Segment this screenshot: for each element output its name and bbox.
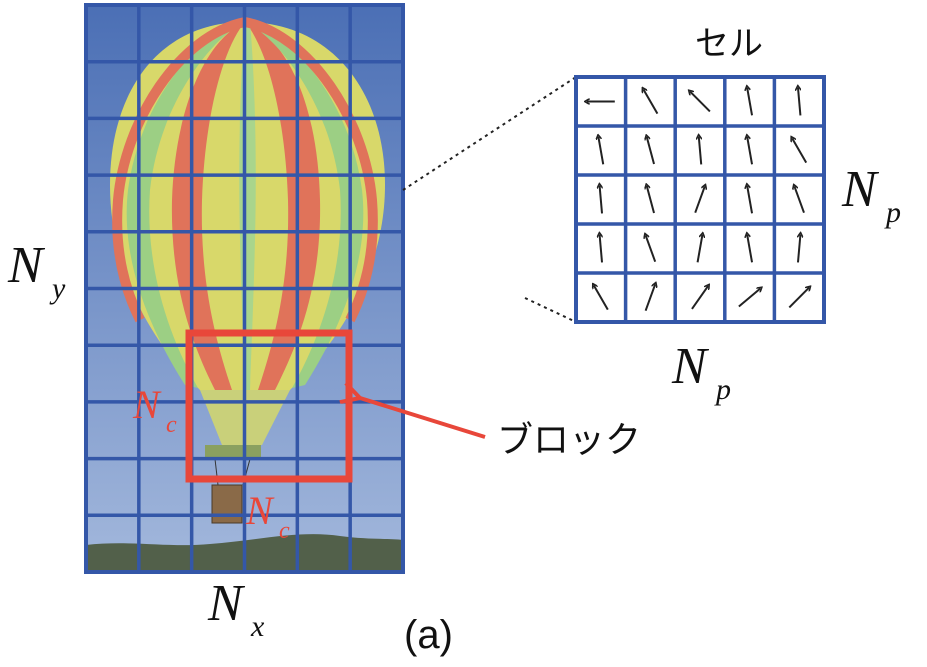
gradient-arrow bbox=[598, 137, 605, 165]
zoom-connector-top bbox=[402, 76, 577, 191]
gradient-arrow bbox=[600, 235, 604, 263]
np-bottom-label: N p bbox=[671, 338, 731, 406]
block-label: ブロック bbox=[497, 420, 641, 461]
nc-bottom-label-sub: c bbox=[279, 518, 290, 544]
np-right-label: N p bbox=[841, 161, 901, 229]
zoom-connector-bottom bbox=[524, 297, 577, 323]
nc-bottom-label-main: N bbox=[245, 488, 275, 533]
gradient-arrow bbox=[738, 289, 760, 308]
ny-label: N y bbox=[7, 237, 66, 305]
np-bottom-label-main: N bbox=[671, 338, 710, 395]
np-bottom-label-sub: p bbox=[714, 373, 731, 406]
nx-label-sub: x bbox=[250, 610, 265, 643]
gradient-arrow bbox=[647, 137, 655, 165]
ny-label-sub: y bbox=[49, 272, 66, 305]
gradient-arrow bbox=[792, 138, 808, 164]
gradient-arrow bbox=[696, 235, 703, 263]
nx-label: N x bbox=[207, 575, 265, 643]
np-right-label-main: N bbox=[841, 161, 880, 218]
ny-label-main: N bbox=[7, 237, 46, 294]
block-pointer-arrow bbox=[360, 398, 486, 439]
cell-label: セル bbox=[695, 24, 763, 64]
np-right-label-sub: p bbox=[884, 196, 901, 229]
nc-left-label-sub: c bbox=[166, 412, 177, 438]
nc-left-label-main: N bbox=[132, 382, 162, 427]
gradient-arrow bbox=[694, 186, 705, 213]
gradient-arrow bbox=[690, 92, 711, 113]
gradient-arrow bbox=[788, 288, 809, 309]
nc-bottom-label: N c bbox=[245, 488, 290, 544]
gradient-arrow bbox=[594, 285, 609, 311]
gradient-arrow bbox=[699, 137, 703, 165]
balloon-throat bbox=[205, 445, 261, 459]
cell-gradient-grid bbox=[574, 75, 826, 324]
nc-left-label: N c bbox=[132, 382, 177, 438]
gradient-arrow bbox=[747, 186, 754, 214]
gradient-arrow bbox=[747, 88, 754, 116]
gradient-arrow bbox=[643, 89, 659, 115]
gradient-arrow bbox=[747, 137, 754, 165]
gradient-arrow bbox=[796, 235, 800, 263]
gradient-arrow bbox=[691, 286, 708, 310]
gradient-arrow bbox=[600, 186, 604, 214]
gradient-arrow bbox=[646, 235, 657, 262]
panel-label: (a) bbox=[404, 613, 453, 657]
gradient-arrow bbox=[647, 186, 655, 214]
gradient-arrows bbox=[587, 88, 809, 311]
gradient-arrow bbox=[798, 88, 802, 116]
gradient-arrow bbox=[747, 235, 754, 263]
block-rectangle bbox=[185, 329, 353, 483]
gradient-arrow bbox=[794, 186, 805, 213]
cell-grid-border bbox=[574, 75, 826, 324]
balloon-basket bbox=[211, 484, 243, 524]
gradient-arrow bbox=[644, 284, 656, 311]
nx-label-main: N bbox=[207, 575, 246, 632]
